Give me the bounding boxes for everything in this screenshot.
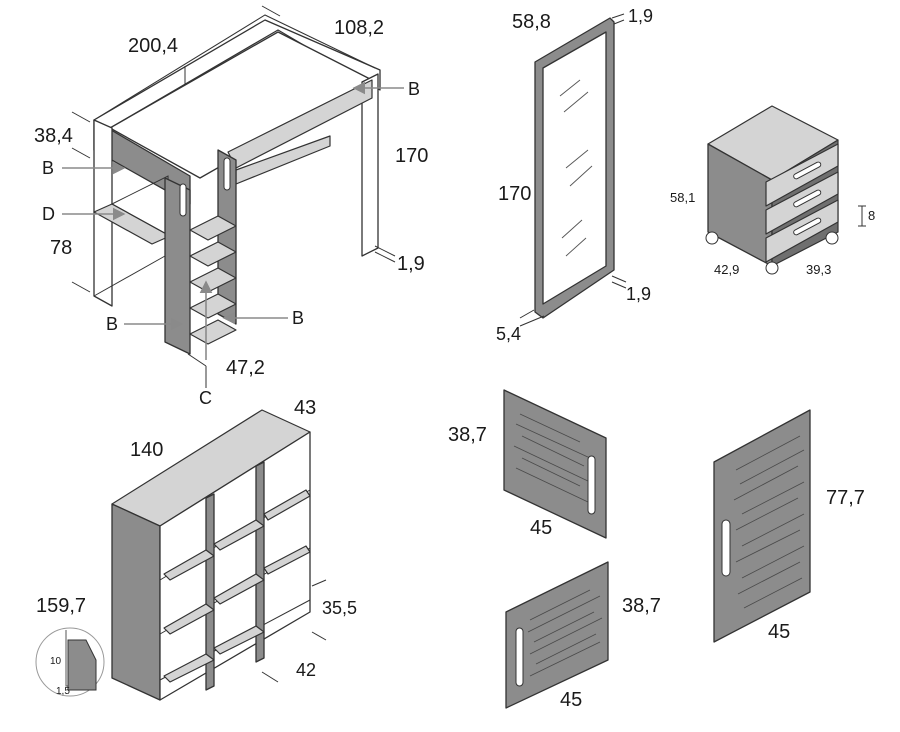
- mirror-height-label: 170: [498, 183, 531, 205]
- drawer-handle-label: 8: [868, 208, 875, 223]
- bed-depth-label: 108,2: [334, 17, 384, 39]
- ladder-width-label: 47,2: [226, 357, 265, 379]
- mirror-depth-label: 5,4: [496, 324, 521, 344]
- bookcase-depth-label: 43: [294, 397, 316, 419]
- bookcase-height-label: 159,7: [36, 595, 86, 617]
- door-small-lower-drawing: 38,7 45: [505, 561, 661, 711]
- drawer-unit-drawing: 58,1 42,9 39,3 8: [670, 105, 875, 277]
- bookcase-cube-width-label: 42: [296, 660, 316, 680]
- detail-label-a: 10: [50, 656, 62, 667]
- drawer-depth-label: 42,9: [714, 262, 739, 277]
- callout-b-left: B: [42, 158, 54, 178]
- door-tall-height-label: 77,7: [826, 487, 865, 509]
- detail-label-b: 1,5: [56, 686, 70, 697]
- door-lower-width-label: 45: [560, 689, 582, 711]
- door-small-upper-drawing: 38,7 45: [448, 389, 607, 539]
- door-upper-height-label: 38,7: [448, 424, 487, 446]
- bed-under-height-label: 78: [50, 237, 72, 259]
- door-tall-width-label: 45: [768, 621, 790, 643]
- mirror-thickness-bottom-label: 1,9: [626, 284, 651, 304]
- drawer-width-label: 39,3: [806, 262, 831, 277]
- bookcase-width-label: 140: [130, 439, 163, 461]
- bookcase-cube-depth-label: 35,5: [322, 598, 357, 618]
- door-tall-drawing: 77,7 45: [713, 409, 865, 643]
- callout-b-ladder-right: B: [292, 308, 304, 328]
- callout-d-left: D: [42, 204, 55, 224]
- drawer-height-label: 58,1: [670, 190, 695, 205]
- door-lower-height-label: 38,7: [622, 595, 661, 617]
- door-upper-width-label: 45: [530, 517, 552, 539]
- loft-bed-drawing: 200,4 108,2 38,4 170 78 1,9 47,2 B B D B…: [34, 5, 428, 408]
- bed-length-label: 200,4: [128, 35, 178, 57]
- callout-b-right: B: [408, 79, 420, 99]
- callout-c-bottom: C: [199, 388, 212, 408]
- callout-b-ladder-left: B: [106, 314, 118, 334]
- bed-height-label: 170: [395, 145, 428, 167]
- bed-side-height-label: 38,4: [34, 125, 73, 147]
- bookcase-drawing: 140 43 159,7 35,5 42 10 1,5: [35, 397, 357, 701]
- bed-thickness-label: 1,9: [397, 253, 425, 275]
- mirror-width-label: 58,8: [512, 11, 551, 33]
- mirror-drawing: 58,8 1,9 170 1,9 5,4: [496, 6, 653, 344]
- mirror-thickness-top-label: 1,9: [628, 6, 653, 26]
